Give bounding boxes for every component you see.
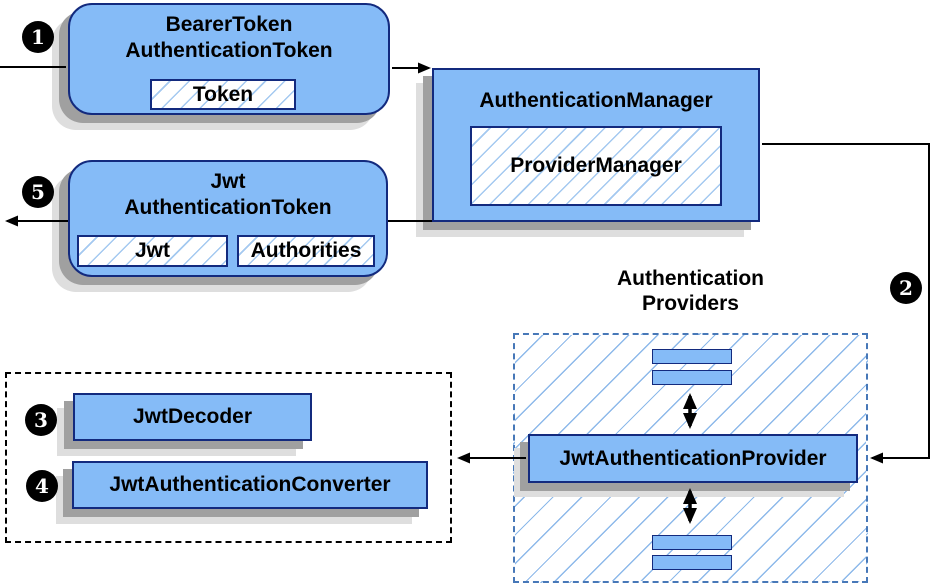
provider-slot-bar [652,349,732,364]
step-badge-5: 5 [22,176,54,208]
authorities-label: Authorities [250,239,362,262]
token-label: Token [192,82,254,106]
node-authentication-manager: AuthenticationManager ProviderManager [432,68,760,222]
node-bearer-token-authentication-token: BearerToken AuthenticationToken Token [68,3,390,115]
bearer-title-line1: BearerToken [165,13,293,36]
jwt-authentication-provider-label: JwtAuthenticationProvider [559,446,827,470]
provider-manager-label: ProviderManager [510,154,682,177]
node-title: BearerToken AuthenticationToken [70,5,388,64]
provider-slot-bar [652,370,732,385]
node-jwt-authentication-token: Jwt AuthenticationToken Jwt Authorities [68,160,388,277]
node-jwt: Jwt [77,235,228,267]
node-provider-manager: ProviderManager [470,126,722,206]
node-jwt-authentication-converter: JwtAuthenticationConverter [72,461,428,509]
jwt-label: Jwt [134,239,170,262]
providers-title-line2: Providers [642,292,739,315]
node-jwt-authentication-provider: JwtAuthenticationProvider [528,434,858,483]
node-authorities: Authorities [237,235,375,267]
jwt-authentication-converter-label: JwtAuthenticationConverter [109,473,391,496]
node-token: Token [150,79,296,110]
jwt-decoder-label: JwtDecoder [132,405,253,428]
step-badge-2: 2 [890,272,922,304]
providers-title-line1: Authentication [617,267,764,290]
step-badge-4: 4 [26,470,58,502]
jwt-title-line2: AuthenticationToken [124,196,332,219]
authentication-manager-title: AuthenticationManager [479,89,713,112]
jwt-converters-container [5,372,452,543]
step-badge-1: 1 [22,21,54,53]
jwt-title-line1: Jwt [210,170,246,193]
step-badge-3: 3 [25,404,57,436]
provider-slot-bar [652,535,732,550]
node-jwt-decoder: JwtDecoder [73,393,312,441]
provider-slot-bar [652,555,732,570]
authentication-providers-title: Authentication Providers [513,266,868,316]
node-title: Jwt AuthenticationToken [70,162,386,221]
bearer-title-line2: AuthenticationToken [125,39,333,62]
